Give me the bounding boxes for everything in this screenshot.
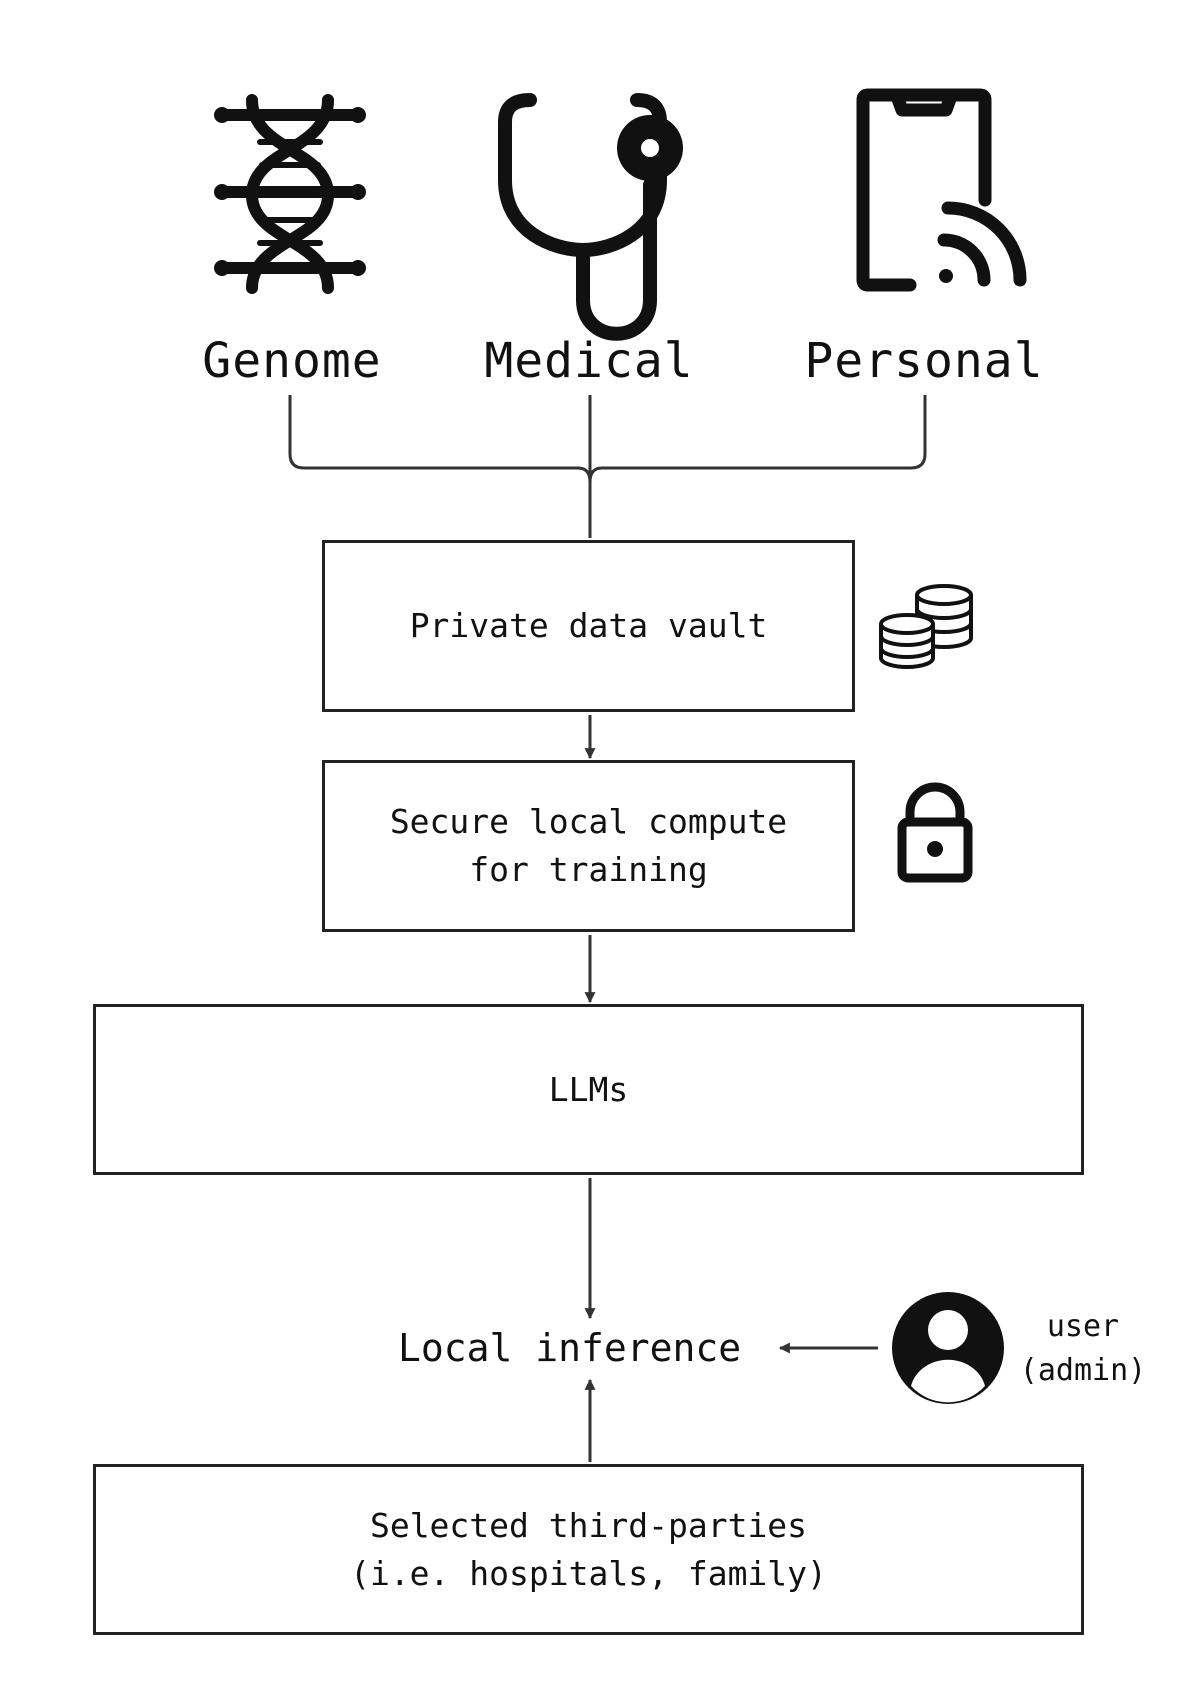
coins-stack-icon [879, 584, 973, 669]
third-parties-label-line2: (i.e. hospitals, family) [350, 1553, 827, 1593]
user-label-line2: (admin) [1019, 1353, 1147, 1388]
third-parties-label-line1: Selected third-parties [369, 1505, 808, 1545]
flow-arrows [584, 715, 878, 1462]
user-label-line1: user [1046, 1309, 1120, 1344]
private-data-vault-label: Private data vault [409, 606, 768, 645]
source-label-personal: Personal [804, 333, 1044, 389]
secure-compute-box: Secure local compute for training [322, 760, 855, 932]
dna-icon [214, 94, 366, 294]
private-data-vault-box: Private data vault [322, 540, 855, 712]
secure-compute-label-line2: for training [469, 850, 708, 889]
user-avatar-icon [892, 1292, 1004, 1404]
third-parties-box: Selected third-parties (i.e. hospitals, … [93, 1464, 1084, 1635]
user-label: user (admin) [1008, 1305, 1158, 1393]
source-connector [288, 395, 927, 538]
local-inference-label: Local inference [398, 1326, 742, 1370]
llms-label: LLMs [548, 1069, 629, 1109]
unlocked-padlock-icon [897, 782, 973, 883]
secure-compute-label-line1: Secure local compute [389, 802, 788, 841]
stethoscope-icon [498, 93, 683, 341]
phone-signal-icon [856, 88, 1027, 292]
source-label-medical: Medical [484, 333, 694, 389]
source-label-genome: Genome [202, 333, 382, 389]
llms-box: LLMs [93, 1004, 1084, 1175]
